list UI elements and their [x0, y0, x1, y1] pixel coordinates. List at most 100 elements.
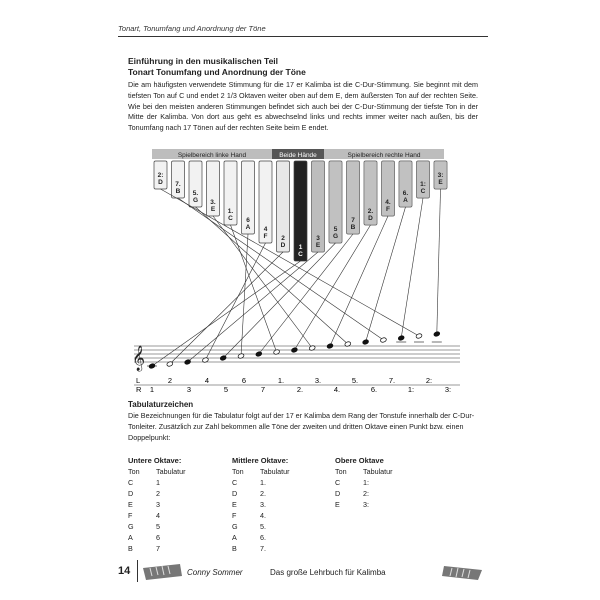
note-head	[184, 359, 191, 365]
left-hand-number: 7.	[389, 376, 395, 385]
note-head	[237, 353, 245, 359]
tine-label: 7.B	[175, 181, 181, 195]
connector-line	[169, 251, 284, 365]
left-hand-number: 4	[205, 376, 209, 385]
note-head	[308, 345, 316, 351]
tine-label: 5.G	[193, 190, 199, 204]
intro-paragraph: Die am häufigsten verwendete Stimmung fü…	[128, 80, 478, 133]
right-hand-number: 4.	[334, 385, 340, 394]
right-hand-number: 3:	[445, 385, 451, 394]
note-head	[166, 361, 174, 367]
kalimba-tine-shade	[399, 161, 412, 207]
note-head	[415, 333, 423, 339]
kalimba-tine-shade	[434, 161, 447, 189]
connector-line	[365, 206, 406, 343]
connector-line	[195, 206, 349, 345]
kalimba-icon	[442, 566, 482, 580]
tine-label: 2:D	[158, 172, 164, 186]
note-head	[255, 351, 263, 357]
both-hands-label: Beide Hände	[279, 152, 317, 159]
kalimba-tine-shade	[364, 161, 377, 225]
note-head	[291, 347, 298, 353]
right-hand-label: Spielbereich rechte Hand	[348, 152, 421, 159]
kalimba-diagram: Spielbereich linke Hand Beide Hände Spie…	[132, 149, 460, 394]
section-subtitle: Tonart Tonumfang und Anordnung der Töne	[128, 67, 306, 77]
kalimba-tine-shade	[416, 161, 430, 198]
connector-line	[329, 215, 389, 347]
connector-line	[400, 197, 424, 339]
header-rule	[118, 36, 488, 37]
connector-lines	[151, 188, 441, 367]
table-title: Mittlere Oktave:	[232, 456, 289, 465]
right-hand-number: 2.	[297, 385, 303, 394]
note-head	[273, 349, 280, 355]
right-hand-number: 1	[150, 385, 154, 394]
tine-label: 3:E	[438, 172, 444, 186]
kalimba-tine-shade	[311, 161, 325, 252]
chapter-header: Tonart, Tonumfang und Anordnung der Töne	[118, 24, 266, 33]
hand-area-bar: Spielbereich linke Hand Beide Hände Spie…	[152, 149, 444, 159]
note-head	[380, 337, 387, 343]
left-hand-bar	[152, 149, 272, 159]
left-hand-number: 2:	[426, 376, 432, 385]
both-hands-bar	[272, 149, 324, 159]
connector-line	[230, 224, 277, 353]
kalimba-tine-shade	[381, 161, 395, 216]
left-hand-number: 3.	[315, 376, 321, 385]
note-head	[433, 331, 441, 337]
left-hand-number: 6	[242, 376, 246, 385]
right-hand-number: 6.	[371, 385, 377, 394]
kalimba-tine-shade	[346, 161, 360, 234]
tine-label: 3.E	[210, 199, 216, 213]
right-hand-bar	[324, 149, 444, 159]
left-hand-number: 2	[168, 376, 172, 385]
col-header-tab: Tabulatur	[156, 467, 186, 476]
left-hand-number: 5.	[352, 376, 358, 385]
note-head	[219, 355, 227, 361]
note-head	[344, 341, 352, 347]
tine-label: 6.A	[403, 190, 409, 204]
col-header-ton: Ton	[232, 467, 244, 476]
tine-label: 1.C	[228, 208, 234, 222]
right-hand-number: 1:	[408, 385, 414, 394]
connector-line	[240, 233, 249, 357]
connector-line	[187, 251, 319, 363]
left-hand-label: Spielbereich linke Hand	[178, 152, 247, 159]
note-head	[202, 357, 209, 363]
treble-clef-icon: 𝄞	[132, 345, 145, 371]
col-header-tab: Tabulatur	[260, 467, 290, 476]
col-header-ton: Ton	[335, 467, 347, 476]
table-title: Untere Oktave:	[128, 456, 182, 465]
left-row-marker: L	[136, 376, 140, 385]
connector-line	[436, 188, 441, 335]
note-head	[397, 335, 405, 341]
note-heads	[147, 331, 442, 369]
